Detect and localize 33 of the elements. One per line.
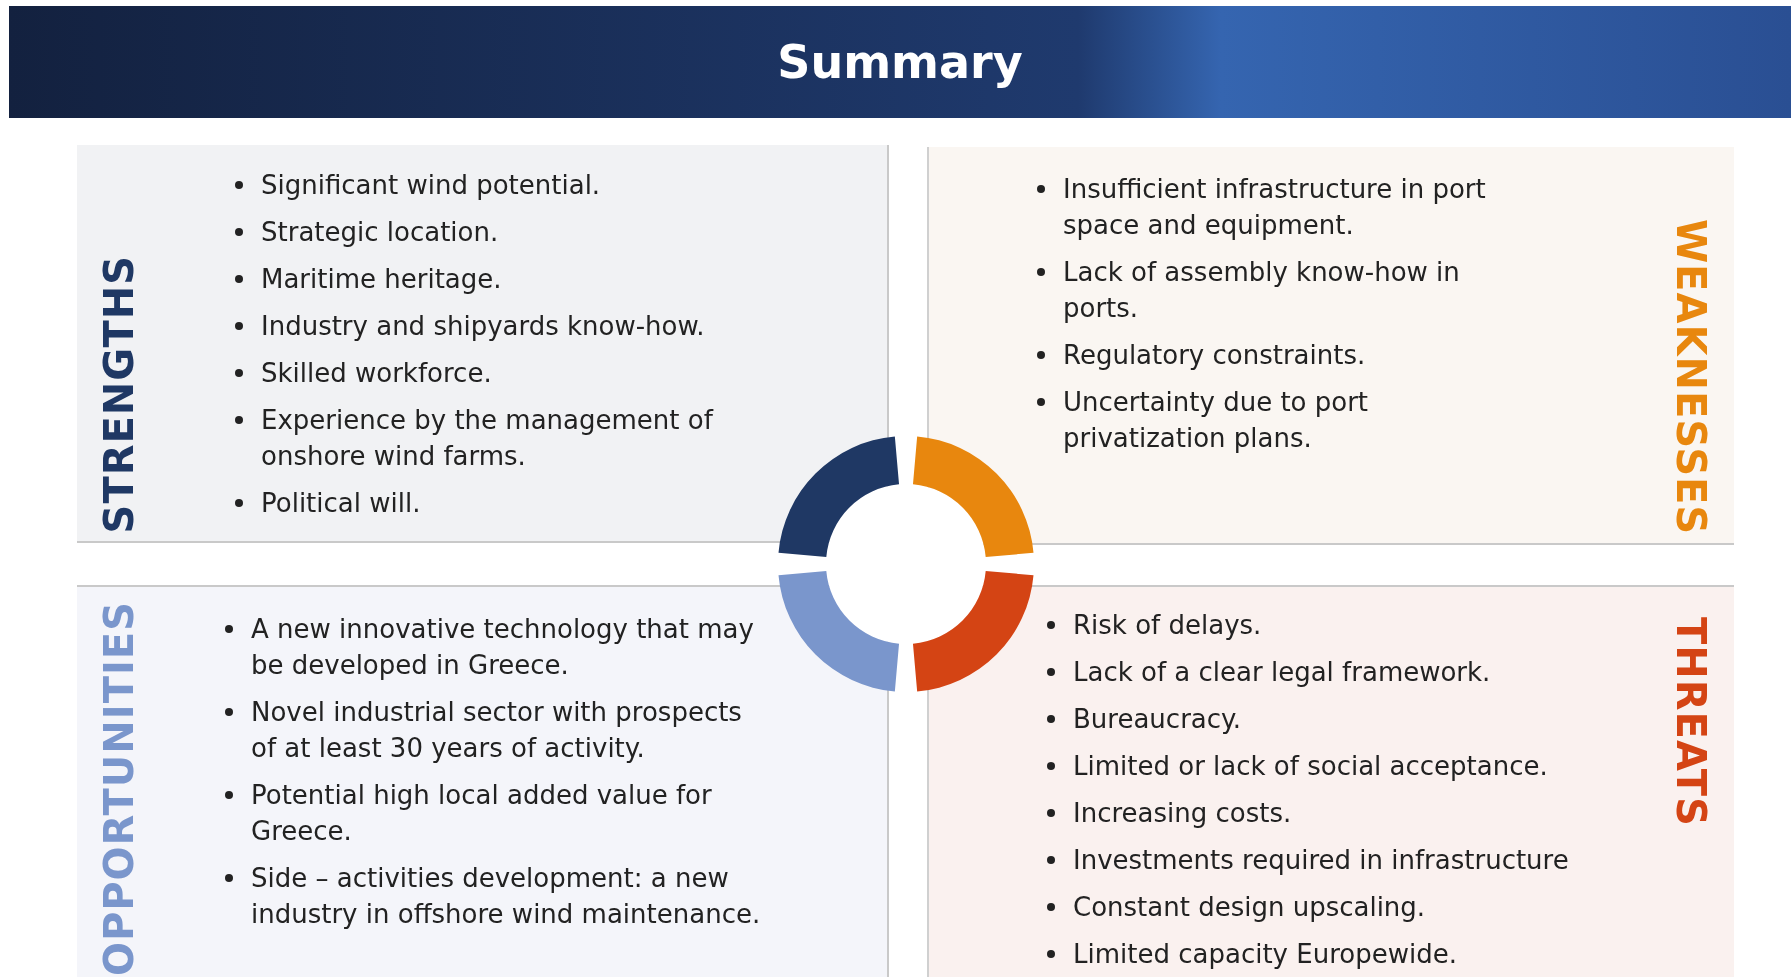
bullet-text: Skilled workforce.	[261, 358, 492, 388]
bullet-text: Limited or lack of social acceptance.	[1073, 751, 1548, 781]
bullet-text: Uncertainty due to port privatization plans.	[1063, 387, 1369, 453]
quadrant-heading: WEAKNESSES	[1669, 219, 1713, 536]
title: Summary	[777, 34, 1023, 90]
bullet-text: Investments required in infrastructure	[1073, 845, 1569, 875]
quadrant-panel	[77, 585, 889, 977]
bullet-text: Lack of a clear legal framework.	[1073, 657, 1491, 687]
bullet-text: Bureaucracy.	[1073, 704, 1241, 734]
bullet-text: Insufficient infrastructure in port space and equipment.	[1063, 174, 1486, 240]
quadrant-panel	[927, 585, 1734, 977]
bullet-text: Regulatory constraints.	[1063, 340, 1366, 370]
bullet-text: Political will.	[261, 488, 421, 518]
bullet-text: Strategic location.	[261, 217, 499, 247]
bullet-text: Potential high local added value for Greece.	[251, 780, 712, 846]
bullet-text: Experience by the management of onshore wind farms.	[261, 405, 713, 471]
bullet-text: Lack of assembly know-how in ports.	[1063, 257, 1460, 323]
quadrant-panel	[77, 145, 889, 543]
bullet-text: Increasing costs.	[1073, 798, 1292, 828]
bullet-text: Maritime heritage.	[261, 264, 502, 294]
quadrant-heading: THREATS	[1669, 617, 1713, 827]
center-circle	[826, 484, 986, 644]
bullet-text: Industry and shipyards know-how.	[261, 311, 705, 341]
bullet-text: Limited capacity Europewide.	[1073, 939, 1457, 969]
quadrant-heading: STRENGTHS	[97, 255, 141, 534]
bullet-text: Risk of delays.	[1073, 610, 1262, 640]
bullet-text: Side – activities development: a new industry in offshore wind maintenance.	[251, 863, 761, 929]
bullet-text: Constant design upscaling.	[1073, 892, 1426, 922]
quadrant-heading: OPPORTUNITIES	[97, 601, 141, 977]
bullet-text: A new innovative technology that may be developed in Greece.	[251, 614, 754, 680]
bullet-text: Novel industrial sector with prospects of at least 30 years of activity.	[251, 697, 742, 763]
quadrant-panel	[927, 147, 1734, 545]
bullet-text: Significant wind potential.	[261, 170, 601, 200]
